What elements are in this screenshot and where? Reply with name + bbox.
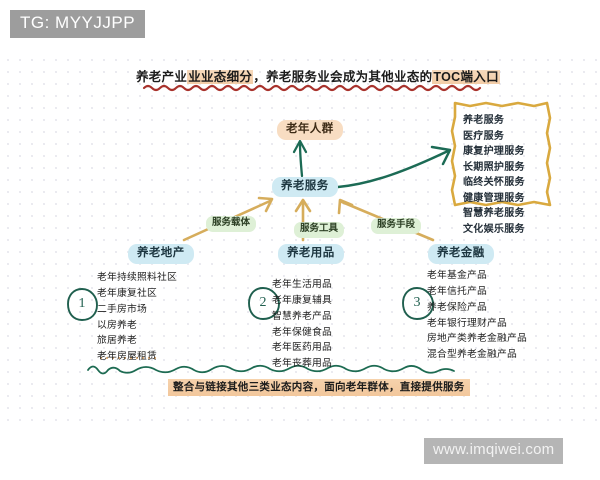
list-item: 老年丧葬用品 (272, 358, 332, 370)
list-item: 老年生活用品 (272, 279, 332, 290)
list-item: 长期照护服务 (463, 161, 525, 173)
circled-number-3: 3 (413, 295, 421, 310)
list-item: 医疗服务 (463, 130, 505, 142)
list-item: 智慧养老服务 (463, 208, 525, 219)
edge-label-service-means: 服务手段 (371, 218, 422, 234)
list-item: 养老保险产品 (427, 301, 487, 313)
title-highlight-1: 业业态细分 (187, 70, 254, 84)
node-elderly-goods: 养老用品 (278, 244, 344, 265)
node-elderly-care-service: 养老服务 (272, 177, 338, 198)
site-watermark: www.imqiwei.com (424, 438, 564, 464)
list-item: 临终关怀服务 (463, 177, 525, 188)
title-part-1: 养老产业 (136, 70, 188, 84)
column-list-real-estate: 老年持续照料社区老年康复社区二手房市场以房养老旅居养老老年房屋租赁 (97, 270, 177, 365)
column-list-goods: 老年生活用品老年康复辅具智慧养老产品老年保健食品老年医药用品老年丧葬用品 (272, 277, 332, 372)
edge-label-service-tool: 服务工具 (294, 222, 345, 238)
list-item: 智慧养老产品 (272, 310, 332, 322)
title-part-2: ，养老服务业会成为其他业态的 (253, 70, 433, 84)
node-elderly-population: 老年人群 (277, 120, 343, 141)
diagram-title: 养老产业业业态细分，养老服务业会成为其他业态的TOC端入口 (136, 70, 500, 84)
list-item: 健康管理服务 (463, 192, 525, 204)
bottom-summary-note: 整合与链接其他三类业态内容，面向老年群体，直接提供服务 (168, 379, 470, 397)
node-elderly-real-estate: 养老地产 (128, 244, 194, 265)
edge-label-service-carrier: 服务载体 (206, 216, 257, 232)
list-item: 文化娱乐服务 (463, 223, 525, 235)
list-item: 以房养老 (97, 319, 137, 331)
list-item: 老年医药用品 (272, 342, 332, 354)
list-item: 房地产类养老金融产品 (427, 333, 527, 345)
title-highlight-2: TOC端入口 (432, 70, 500, 84)
list-item: 养老服务 (463, 115, 505, 126)
list-item: 老年基金产品 (427, 270, 487, 281)
list-item: 康复护理服务 (463, 146, 525, 157)
column-list-finance: 老年基金产品老年信托产品养老保险产品老年银行理财产品房地产类养老金融产品混合型养… (427, 268, 527, 363)
list-item: 老年康复辅具 (272, 294, 332, 306)
list-item: 老年房屋租赁 (97, 351, 157, 363)
list-item: 老年保健食品 (272, 326, 332, 338)
circled-number-2: 2 (259, 295, 267, 310)
list-item: 旅居养老 (97, 335, 137, 347)
list-item: 老年信托产品 (427, 285, 487, 297)
node-elderly-finance: 养老金融 (428, 244, 494, 265)
list-item: 老年持续照料社区 (97, 272, 177, 283)
list-item: 二手房市场 (97, 303, 147, 315)
list-item: 混合型养老金融产品 (427, 349, 517, 361)
circled-number-1: 1 (78, 296, 86, 311)
list-item: 老年银行理财产品 (427, 317, 507, 329)
list-item: 老年康复社区 (97, 287, 157, 299)
tg-channel-banner: TG: MYYJJPP (10, 10, 146, 38)
service-type-items: 养老服务医疗服务康复护理服务长期照护服务临终关怀服务健康管理服务智慧养老服务文化… (463, 113, 543, 237)
service-type-list-box: 养老服务医疗服务康复护理服务长期照护服务临终关怀服务健康管理服务智慧养老服务文化… (452, 104, 550, 246)
